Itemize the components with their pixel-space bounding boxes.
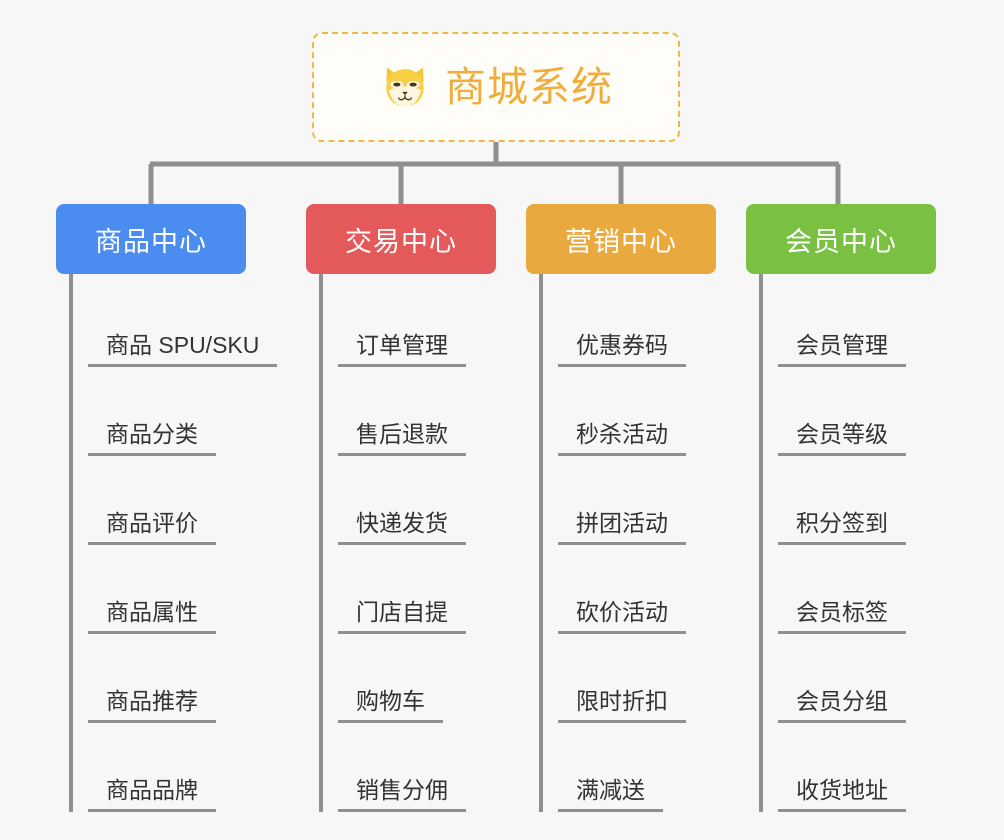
leaf-item[interactable]: 会员等级 <box>778 367 936 456</box>
leaf-label: 收货地址 <box>778 777 906 812</box>
leaf-item[interactable]: 商品属性 <box>88 545 246 634</box>
leaf-label: 会员分组 <box>778 688 906 723</box>
leaf-item[interactable]: 拼团活动 <box>558 456 716 545</box>
leaf-list-marketing-center: 优惠券码 秒杀活动 拼团活动 砍价活动 限时折扣 满减送 <box>539 274 716 812</box>
leaf-list-member-center: 会员管理 会员等级 积分签到 会员标签 会员分组 收货地址 <box>759 274 936 812</box>
leaf-label: 限时折扣 <box>558 688 686 723</box>
branch-header-marketing-center[interactable]: 营销中心 <box>526 204 716 274</box>
leaf-item[interactable]: 会员分组 <box>778 634 936 723</box>
leaf-item[interactable]: 优惠券码 <box>558 278 716 367</box>
leaf-item[interactable]: 商品评价 <box>88 456 246 545</box>
branch-header-product-center[interactable]: 商品中心 <box>56 204 246 274</box>
leaf-item[interactable]: 商品品牌 <box>88 723 246 812</box>
branch-marketing-center: 营销中心 优惠券码 秒杀活动 拼团活动 砍价活动 限时折扣 满减送 <box>526 204 716 812</box>
branch-header-label: 交易中心 <box>345 226 457 257</box>
leaf-label: 积分签到 <box>778 510 906 545</box>
leaf-label: 商品分类 <box>88 421 216 456</box>
leaf-item[interactable]: 秒杀活动 <box>558 367 716 456</box>
shiba-dog-face-icon <box>386 67 424 107</box>
branch-member-center: 会员中心 会员管理 会员等级 积分签到 会员标签 会员分组 收货地址 <box>746 204 936 812</box>
branch-header-label: 商品中心 <box>95 226 207 257</box>
leaf-item[interactable]: 满减送 <box>558 723 716 812</box>
leaf-item[interactable]: 购物车 <box>338 634 496 723</box>
leaf-item[interactable]: 会员管理 <box>778 278 936 367</box>
leaf-label: 购物车 <box>338 688 443 723</box>
branch-trade-center: 交易中心 订单管理 售后退款 快递发货 门店自提 购物车 销售分佣 <box>306 204 496 812</box>
leaf-label: 商品推荐 <box>88 688 216 723</box>
leaf-item[interactable]: 商品分类 <box>88 367 246 456</box>
leaf-list-trade-center: 订单管理 售后退款 快递发货 门店自提 购物车 销售分佣 <box>319 274 496 812</box>
leaf-item[interactable]: 快递发货 <box>338 456 496 545</box>
leaf-list-product-center: 商品 SPU/SKU 商品分类 商品评价 商品属性 商品推荐 商品品牌 <box>69 274 278 812</box>
leaf-item[interactable]: 售后退款 <box>338 367 496 456</box>
leaf-label: 砍价活动 <box>558 599 686 634</box>
leaf-item[interactable]: 收货地址 <box>778 723 936 812</box>
leaf-label: 销售分佣 <box>338 777 466 812</box>
leaf-label: 售后退款 <box>338 421 466 456</box>
leaf-label: 快递发货 <box>338 510 466 545</box>
leaf-label: 秒杀活动 <box>558 421 686 456</box>
leaf-label: 会员等级 <box>778 421 906 456</box>
leaf-label: 满减送 <box>558 777 663 812</box>
leaf-item[interactable]: 会员标签 <box>778 545 936 634</box>
leaf-label: 商品评价 <box>88 510 216 545</box>
leaf-label: 优惠券码 <box>558 332 686 367</box>
root-node[interactable]: 商城系统 <box>312 32 680 142</box>
leaf-label: 门店自提 <box>338 599 466 634</box>
branch-header-trade-center[interactable]: 交易中心 <box>306 204 496 274</box>
leaf-item[interactable]: 砍价活动 <box>558 545 716 634</box>
leaf-label: 商品属性 <box>88 599 216 634</box>
leaf-item[interactable]: 订单管理 <box>338 278 496 367</box>
leaf-item[interactable]: 门店自提 <box>338 545 496 634</box>
branch-header-label: 营销中心 <box>565 226 677 257</box>
branch-product-center: 商品中心 商品 SPU/SKU 商品分类 商品评价 商品属性 商品推荐 商品品牌 <box>56 204 278 812</box>
leaf-item[interactable]: 限时折扣 <box>558 634 716 723</box>
leaf-label: 会员管理 <box>778 332 906 367</box>
leaf-item[interactable]: 商品推荐 <box>88 634 246 723</box>
root-title: 商城系统 <box>445 63 613 110</box>
leaf-label: 商品 SPU/SKU <box>88 332 278 367</box>
leaf-item[interactable]: 销售分佣 <box>338 723 496 812</box>
leaf-label: 拼团活动 <box>558 510 686 545</box>
leaf-label: 订单管理 <box>338 332 466 367</box>
leaf-label: 会员标签 <box>778 599 906 634</box>
leaf-item[interactable]: 积分签到 <box>778 456 936 545</box>
leaf-label: 商品品牌 <box>88 777 216 812</box>
leaf-item[interactable]: 商品 SPU/SKU <box>88 278 278 367</box>
branch-header-member-center[interactable]: 会员中心 <box>746 204 936 274</box>
branch-header-label: 会员中心 <box>785 226 897 257</box>
